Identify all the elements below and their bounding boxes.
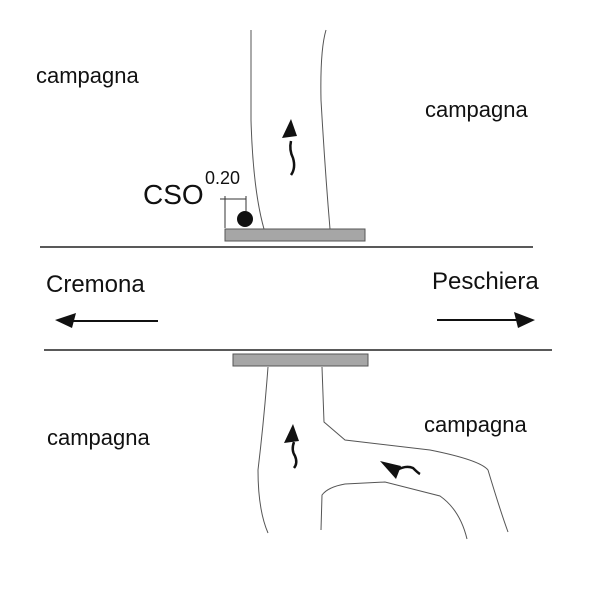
label-campagna-top-left: campagna xyxy=(36,63,140,88)
culvert-top xyxy=(224,228,366,242)
stream-branch-inner-bank xyxy=(320,481,468,540)
stream-top-right-bank xyxy=(320,29,331,230)
arrow-to-cremona xyxy=(55,313,158,328)
label-campagna-bottom-right: campagna xyxy=(424,412,528,437)
flow-arrow-bottom-left xyxy=(284,424,299,469)
stream-bottom-left-bank xyxy=(257,366,269,534)
stream-bottom-right-bank xyxy=(321,366,509,533)
label-dimension: 0.20 xyxy=(205,168,240,188)
label-campagna-top-right: campagna xyxy=(425,97,529,122)
flow-arrow-branch xyxy=(380,461,421,479)
label-peschiera: Peschiera xyxy=(432,268,539,295)
label-cremona: Cremona xyxy=(46,271,145,298)
flow-arrow-top xyxy=(282,119,297,176)
stream-top-left-bank xyxy=(250,30,265,230)
label-campagna-bottom-left: campagna xyxy=(47,425,151,450)
dimension-marker xyxy=(220,196,247,228)
arrow-to-peschiera xyxy=(437,312,535,328)
label-cso: CSO xyxy=(143,179,204,210)
culvert-bottom xyxy=(232,353,369,367)
cso-point xyxy=(237,211,253,227)
